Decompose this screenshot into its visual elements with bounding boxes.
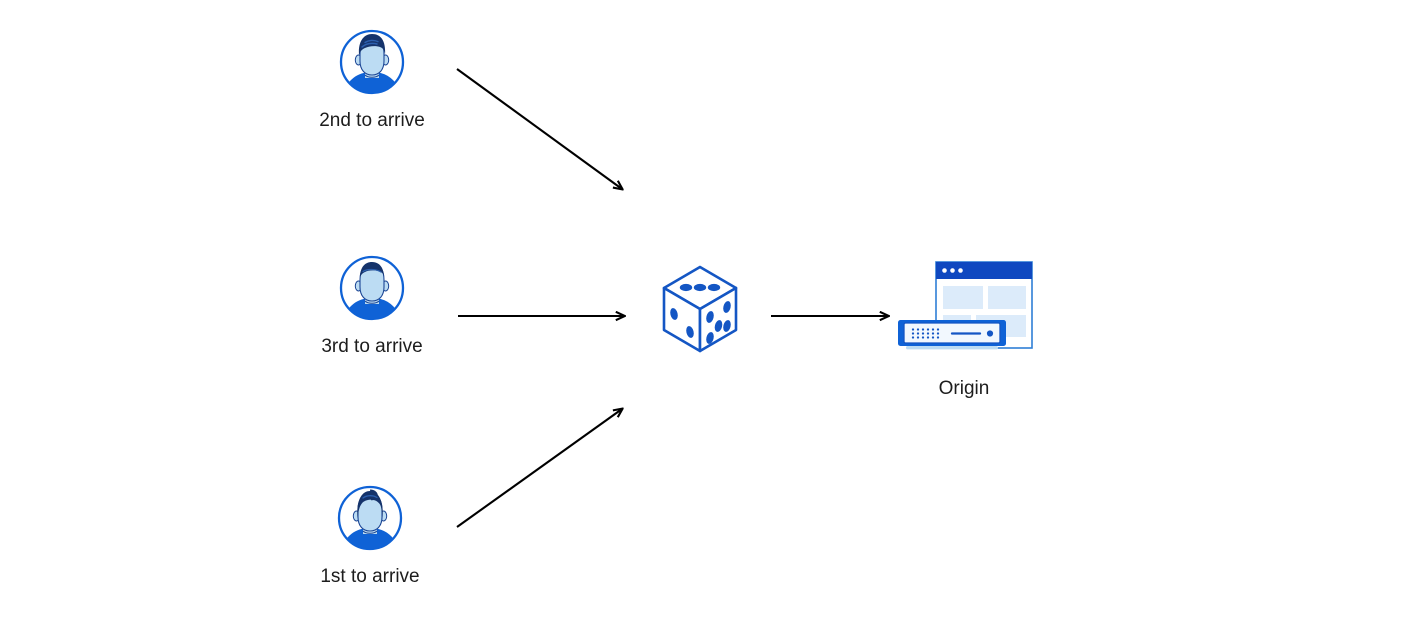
- client-node-1st[interactable]: 1st to arrive: [300, 484, 440, 589]
- origin-node[interactable]: Origin: [864, 258, 1064, 401]
- client-label-1st: 1st to arrive: [320, 566, 420, 587]
- client-node-2nd[interactable]: 2nd to arrive: [302, 28, 442, 133]
- dice-node[interactable]: [645, 262, 755, 358]
- client-node-3rd[interactable]: 3rd to arrive: [302, 254, 442, 359]
- user-avatar-icon: [336, 484, 404, 552]
- origin-label: Origin: [938, 378, 990, 399]
- client-label-3rd: 3rd to arrive: [321, 336, 423, 357]
- client-label-2nd: 2nd to arrive: [319, 110, 425, 131]
- dice-cube-icon: [656, 262, 744, 358]
- user-avatar-icon: [338, 254, 406, 322]
- arrow-client-2nd-to-dice: [456, 68, 622, 189]
- arrow-client-1st-to-dice: [456, 409, 622, 528]
- origin-server-icon: [894, 258, 1034, 362]
- user-avatar-icon: [338, 28, 406, 96]
